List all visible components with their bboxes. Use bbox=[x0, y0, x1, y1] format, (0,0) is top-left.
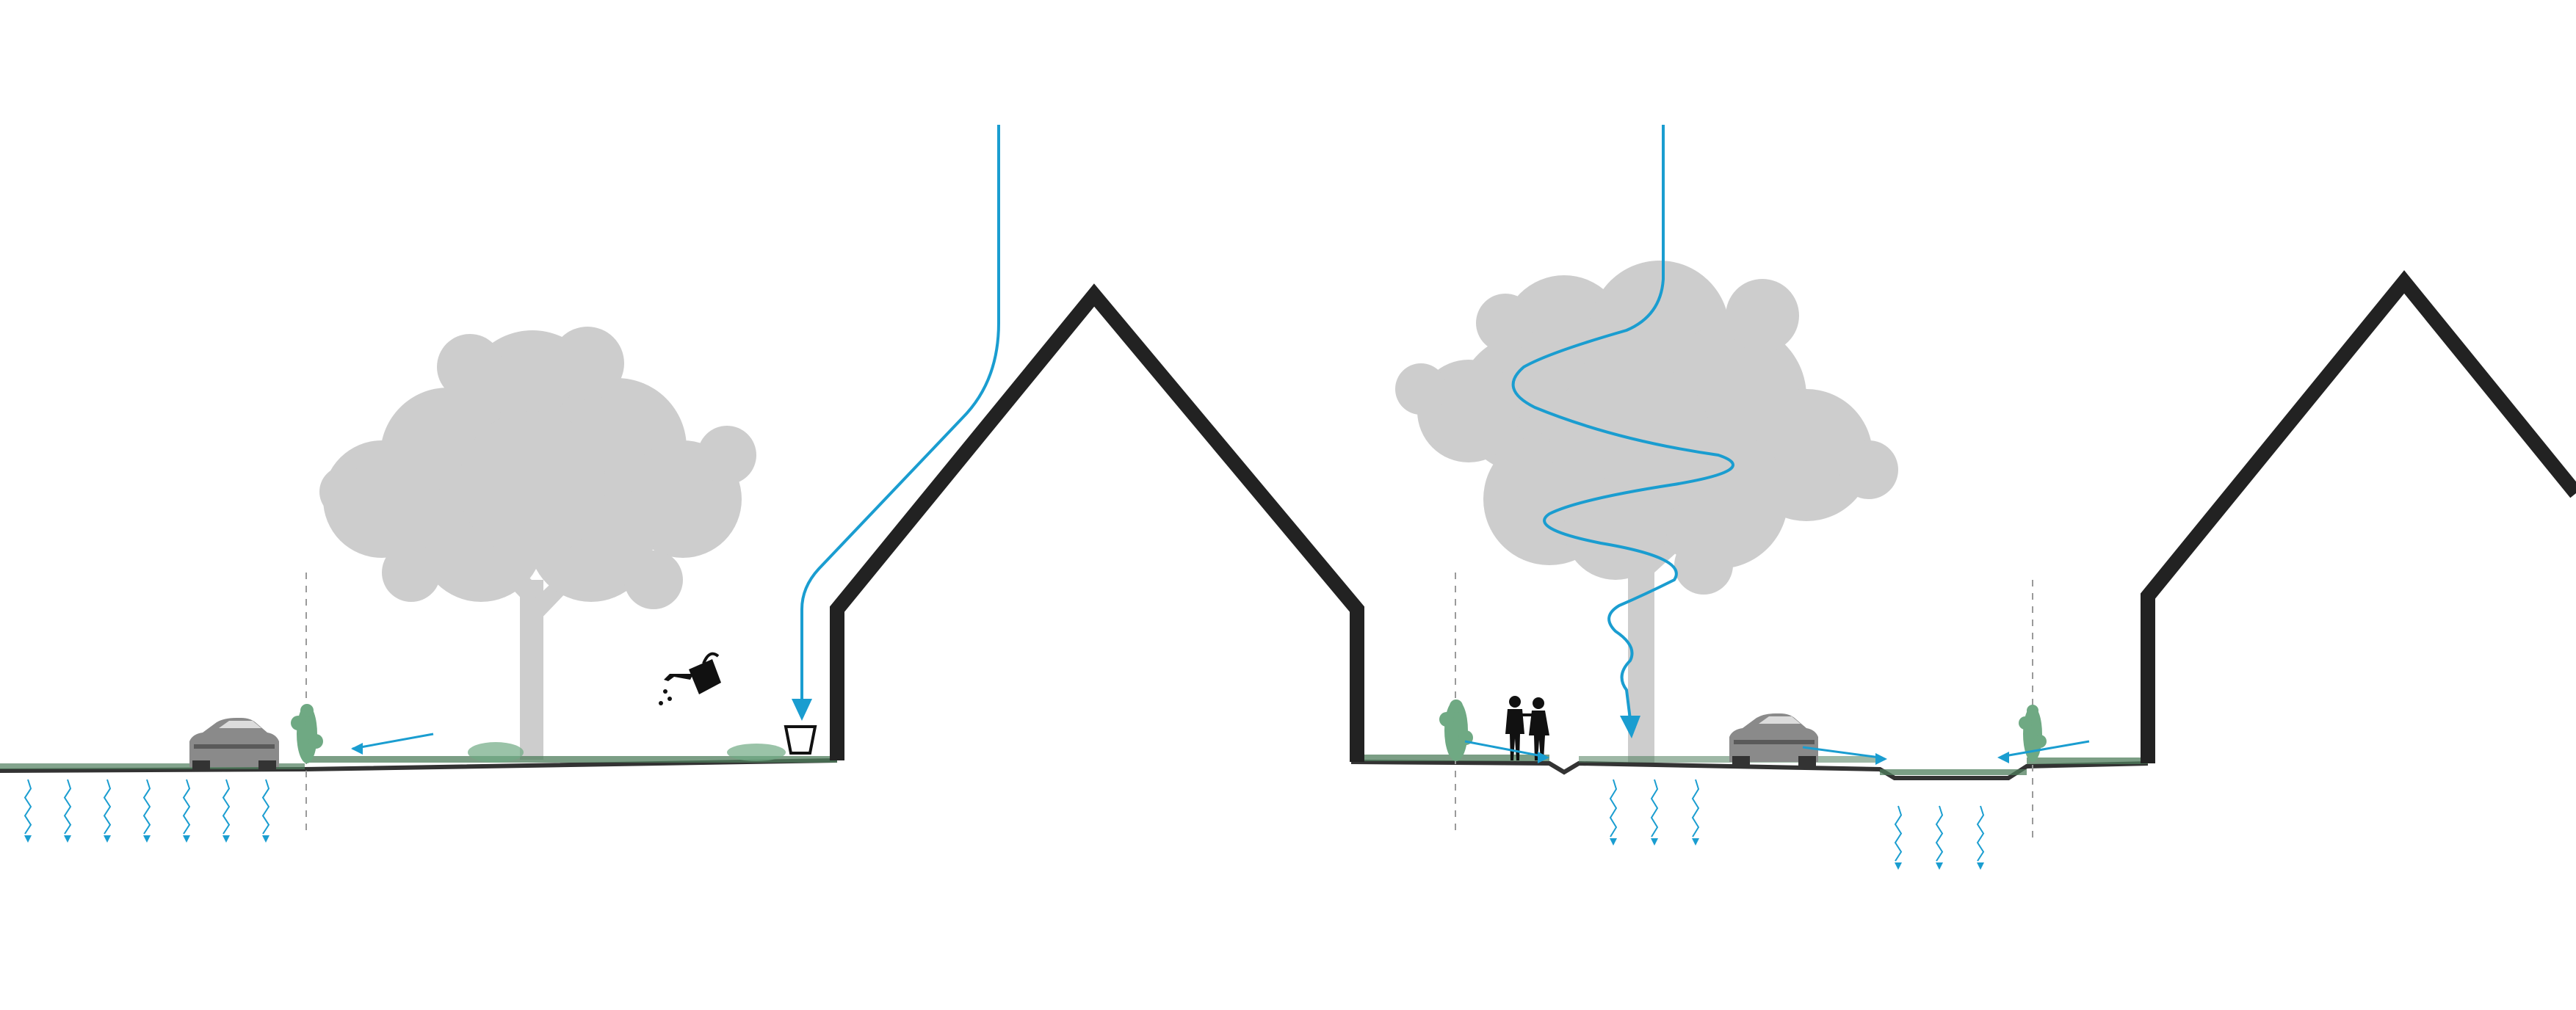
infiltration-squiggle bbox=[1894, 805, 1903, 862]
car-icon-left bbox=[189, 718, 279, 771]
rain-barrel-icon bbox=[784, 725, 817, 755]
people-icon bbox=[1505, 696, 1549, 760]
infiltration-arrowhead bbox=[143, 835, 151, 843]
surface-runoff-arrows bbox=[351, 733, 2090, 765]
infiltration-arrowhead bbox=[1895, 862, 1902, 870]
infiltration-squiggle bbox=[1976, 805, 1985, 862]
infiltration-squiggle bbox=[1609, 779, 1618, 838]
infiltration-squiggle bbox=[142, 779, 151, 835]
infiltration-arrowhead bbox=[1936, 862, 1943, 870]
vegetation-strip bbox=[0, 755, 2148, 775]
car-icon-right bbox=[1729, 713, 1818, 766]
tree-icon-center bbox=[1395, 261, 1898, 763]
house-left bbox=[830, 283, 1364, 762]
roof-runoff-flow bbox=[800, 125, 1000, 709]
tree-flow-arrowhead bbox=[1620, 716, 1640, 738]
infiltration-squiggle bbox=[182, 779, 191, 835]
infiltration-arrowhead bbox=[183, 835, 190, 843]
tree-icon-left bbox=[319, 327, 756, 760]
infiltration-arrowhead bbox=[1977, 862, 1984, 870]
infiltration-squiggle bbox=[1691, 779, 1700, 838]
infiltration-arrowhead bbox=[262, 835, 269, 843]
infiltration-arrowhead bbox=[1692, 838, 1699, 846]
infiltration-squiggle bbox=[63, 779, 72, 835]
infiltration-arrowhead bbox=[64, 835, 71, 843]
rain-barrel-arrowhead bbox=[792, 699, 812, 721]
infiltration-squiggle bbox=[1650, 779, 1659, 838]
infiltration-squiggle bbox=[103, 779, 112, 835]
shrub-icon bbox=[291, 700, 2047, 763]
infiltration-arrowhead bbox=[1651, 838, 1658, 846]
infiltration-arrows bbox=[23, 779, 1985, 870]
house-right bbox=[2141, 270, 2576, 763]
watering-can-icon bbox=[659, 652, 721, 705]
infiltration-arrowhead bbox=[222, 835, 230, 843]
water-flows bbox=[800, 125, 1734, 720]
infiltration-squiggle bbox=[261, 779, 270, 835]
infiltration-arrowhead bbox=[104, 835, 111, 843]
infiltration-squiggle bbox=[23, 779, 32, 835]
ground-profile bbox=[0, 758, 2149, 780]
infiltration-arrowhead bbox=[24, 835, 32, 843]
infiltration-arrowhead bbox=[1610, 838, 1617, 846]
infiltration-squiggle bbox=[222, 779, 231, 835]
property-lines bbox=[305, 573, 2033, 844]
tree-interception-flow bbox=[1511, 125, 1734, 720]
infiltration-squiggle bbox=[1935, 805, 1944, 862]
